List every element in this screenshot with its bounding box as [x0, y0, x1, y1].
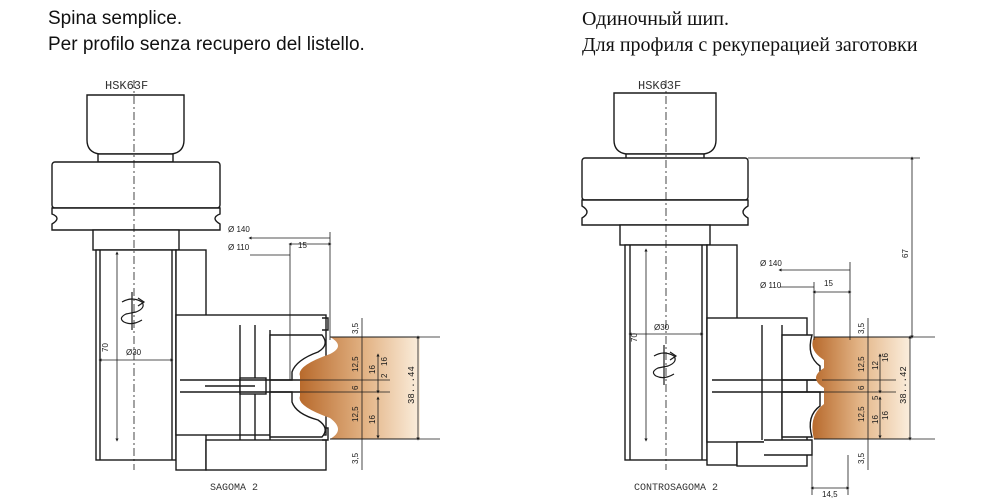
left-dim-15: 15 — [298, 241, 307, 250]
left-profile-teeth — [180, 334, 326, 438]
left-title-line1: Spina semplice. — [48, 8, 183, 29]
left-dimensions — [98, 232, 440, 470]
right-dim-d110: Ø 110 — [760, 281, 782, 290]
left-title-line2: Per profilo senza recupero del listello. — [48, 34, 365, 55]
right-tool-holder — [581, 92, 749, 461]
right-title-line2: Для профиля с рекуперацией заготовки — [582, 34, 918, 56]
left-drawing — [51, 80, 329, 471]
right-dim-d140: Ø 140 — [760, 259, 782, 268]
right-dimensions — [628, 156, 935, 495]
left-dim-12-5a: 12,5 — [351, 356, 360, 372]
right-title-line1: Одиночный шип. — [582, 8, 729, 30]
right-caption: CONTROSAGOMA 2 — [634, 483, 718, 494]
right-dim-15: 15 — [824, 279, 833, 288]
right-dim-12-5b: 12,5 — [857, 406, 866, 422]
left-dim-12-5b: 12,5 — [351, 406, 360, 422]
right-dim-6: 6 — [857, 385, 866, 390]
left-dim-d30: Ø30 — [126, 348, 142, 357]
right-dim-5: 5 — [871, 395, 880, 400]
left-dimension-labels: Ø 140 Ø 110 15 70 Ø30 3,5 12,5 6 12,5 3,… — [101, 225, 389, 464]
left-dim-d140: Ø 140 — [228, 225, 250, 234]
right-dimension-labels: Ø 140 Ø 110 15 67 70 Ø30 3,5 12,5 6 5 12… — [630, 249, 910, 499]
left-title-block: Spina semplice. Per profilo senza recupe… — [48, 6, 365, 58]
left-dim-2: 2 — [380, 373, 389, 378]
right-dim-d30: Ø30 — [654, 323, 670, 332]
right-drawing — [581, 80, 830, 470]
left-dim-16b: 16 — [368, 415, 377, 424]
left-dim-3-5b: 3,5 — [351, 452, 360, 464]
left-dim-16a: 16 — [368, 365, 377, 374]
left-dim-16c: 16 — [380, 357, 389, 366]
left-caption: SAGOMA 2 — [210, 483, 258, 494]
right-dim-16a: 16 — [881, 353, 890, 362]
right-dim-67: 67 — [901, 249, 910, 258]
right-profile-teeth — [712, 334, 830, 456]
right-dim-3-5b: 3,5 — [857, 452, 866, 464]
right-dim-3-5a: 3,5 — [857, 322, 866, 334]
left-range-label: 38...44 — [407, 366, 417, 404]
left-dim-6: 6 — [351, 385, 360, 390]
right-dim-12-5a: 12,5 — [857, 356, 866, 372]
right-range-label: 38...42 — [899, 366, 909, 404]
left-dim-3-5a: 3,5 — [351, 322, 360, 334]
left-tool-holder — [51, 94, 221, 461]
left-dim-d110: Ø 110 — [228, 243, 250, 252]
right-dim-16b: 16 — [871, 415, 880, 424]
right-title-block: Одиночный шип. Для профиля с рекуперацие… — [582, 6, 918, 58]
right-dim-70: 70 — [630, 333, 639, 342]
right-rotation-icon — [652, 345, 678, 385]
right-holder-label: HSK63F — [638, 79, 681, 93]
left-rotation-icon — [120, 292, 146, 330]
right-dim-14-5: 14,5 — [822, 490, 838, 499]
right-dim-12: 12 — [871, 361, 880, 370]
right-dim-16c: 16 — [881, 411, 890, 420]
left-dim-70: 70 — [101, 343, 110, 352]
left-holder-label: HSK63F — [105, 79, 148, 93]
